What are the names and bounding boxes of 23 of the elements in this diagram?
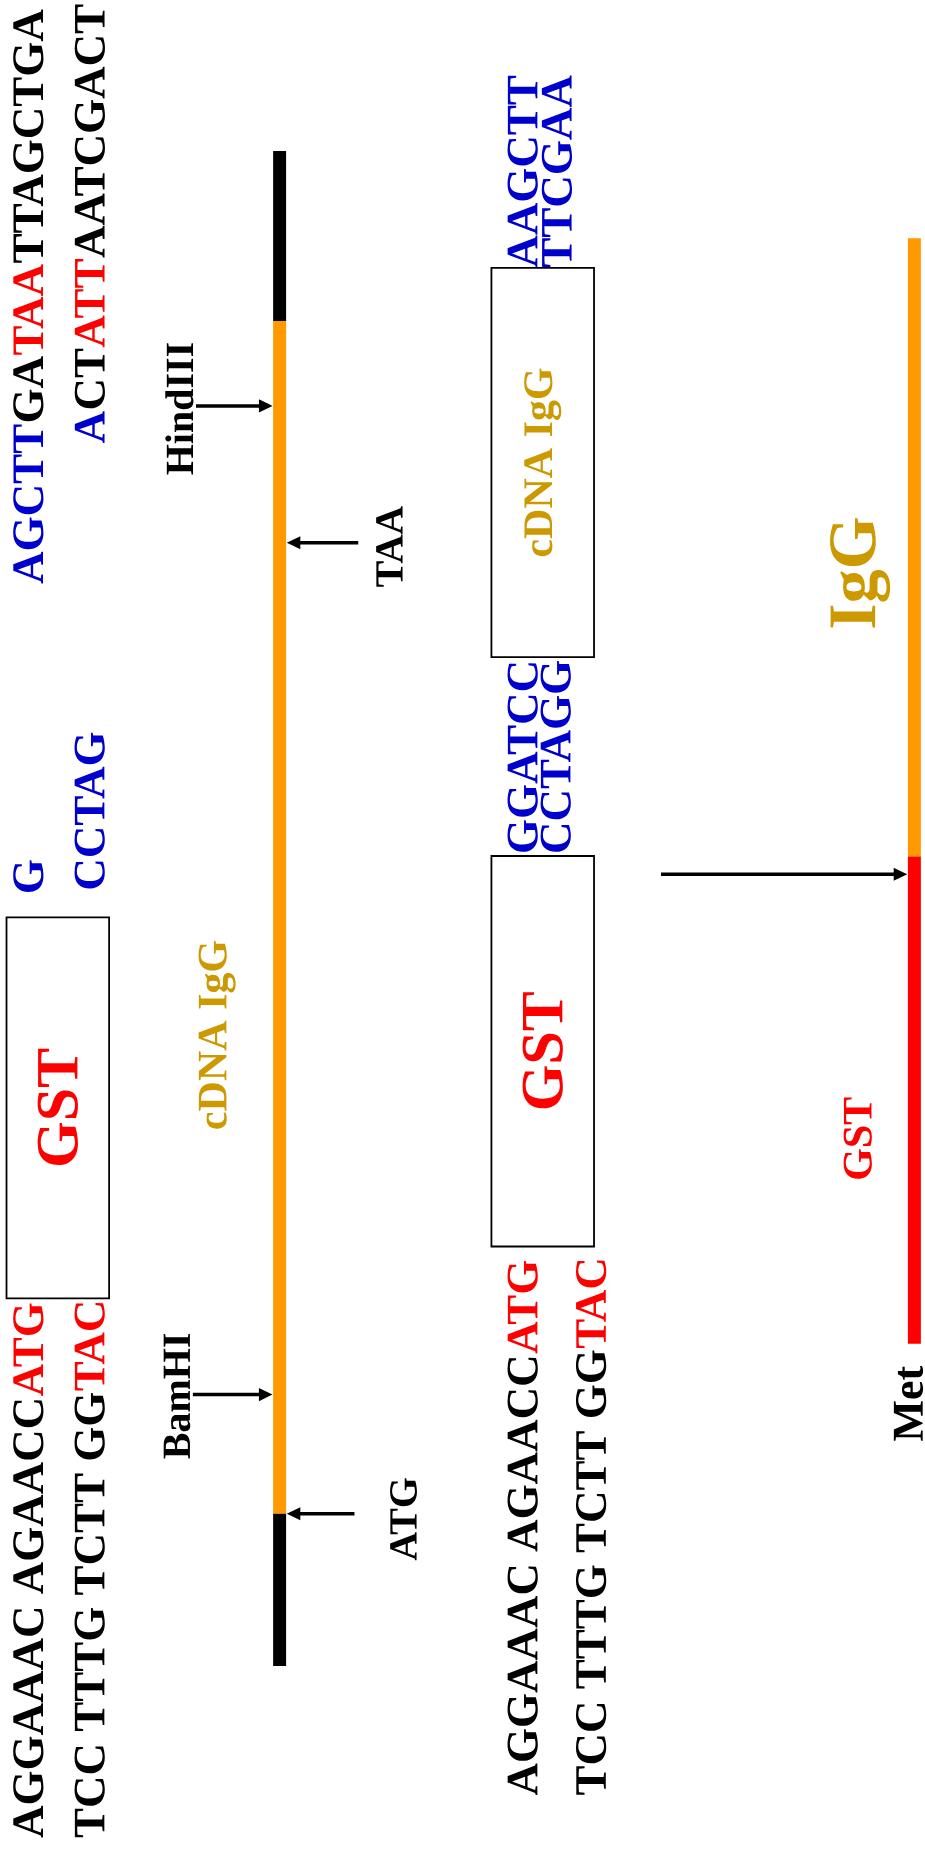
sequence-text: A [74,411,105,443]
sequence-text: AGCTT [13,424,44,584]
sequence-text: CT [74,348,105,409]
bar-label: Met [893,1366,924,1441]
labeled-box: GST [490,855,595,1248]
site-label: TAA [376,506,403,587]
site-label: ATG [390,1478,417,1561]
sequence-text: AGGAAAC AGAACC [507,1357,538,1796]
sequence-text: TTAGCTGA [13,9,44,263]
sequence-text: ATT [74,259,105,348]
sequence-text: TCC TTTG TCTT GG [74,1392,105,1838]
sequence-text: TAA [13,264,43,355]
sequence-text: CCTAGG [540,661,571,852]
bar-label: cDNA IgG [198,941,236,1129]
sequence-text: AAGCTT [507,75,538,268]
sequence-text: GGATCC [507,663,538,852]
sequence-text: GA [13,356,44,422]
bar-label: IgG [830,518,891,628]
labeled-box: GST [5,916,110,1300]
bar-label: GST [843,1097,872,1179]
site-label: HindIII [165,343,194,475]
sequence-text: TAC [576,1260,607,1349]
site-label: BamHI [163,1333,191,1459]
